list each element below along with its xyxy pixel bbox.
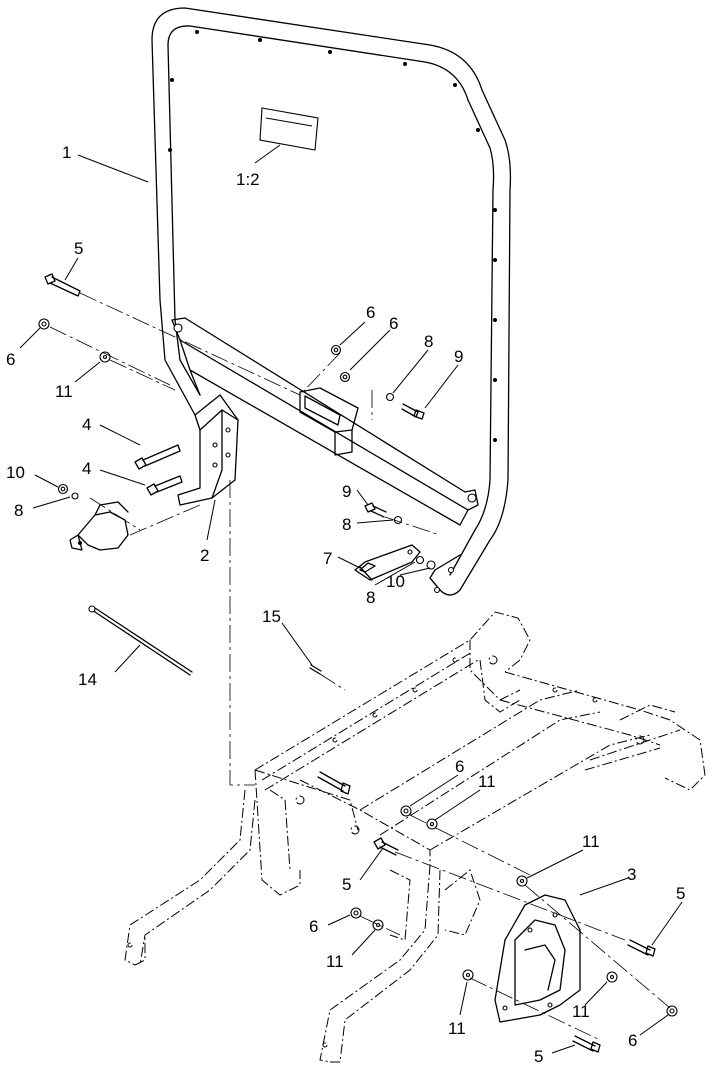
callout-4: 4 [82,459,91,478]
mount-bracket-left [177,394,239,506]
callout-11: 11 [55,382,73,401]
decal [259,107,319,151]
callout-5: 5 [74,239,83,258]
callout-11: 11 [572,1002,590,1021]
callout-6: 6 [628,1031,637,1050]
fasteners [38,273,678,1053]
callout-9: 9 [342,482,351,501]
callout-14: 14 [78,670,97,689]
callout-2: 2 [200,546,209,565]
leader-lines [19,144,683,1054]
callout-11: 11 [478,772,496,791]
callout-labels: 1 1:2 5 6 11 6 6 8 9 4 4 10 8 2 9 8 7 8 … [6,143,685,1066]
callout-6: 6 [389,314,398,333]
callout-8: 8 [14,501,23,520]
seat-belt-buckle [354,544,421,581]
callout-6: 6 [455,757,464,776]
callout-9: 9 [454,347,463,366]
callout-6: 6 [366,303,375,322]
callout-8: 8 [424,332,433,351]
callout-3: 3 [627,865,636,884]
callout-8: 8 [342,515,351,534]
roll-bar-frame [151,7,512,596]
callout-5: 5 [342,875,351,894]
callout-11: 11 [448,1019,466,1038]
callout-6: 6 [309,917,318,936]
callout-11: 11 [582,832,600,851]
callout-6: 6 [6,350,15,369]
callout-15: 15 [262,607,281,626]
callout-5: 5 [676,884,685,903]
callout-4: 4 [82,415,91,434]
chassis-frame-phantom [124,611,706,1063]
callout-11: 11 [326,952,344,971]
mount-bracket-right [494,894,581,1023]
callout-10: 10 [6,463,25,482]
cable-tie [88,605,193,676]
assembly-centerlines [49,292,671,1041]
callout-1-2: 1:2 [236,170,260,189]
callout-5: 5 [534,1047,543,1066]
seat-belt [69,501,129,551]
callout-10: 10 [386,572,405,591]
callout-7: 7 [323,549,332,568]
callout-1: 1 [62,143,71,162]
callout-8: 8 [366,588,375,607]
